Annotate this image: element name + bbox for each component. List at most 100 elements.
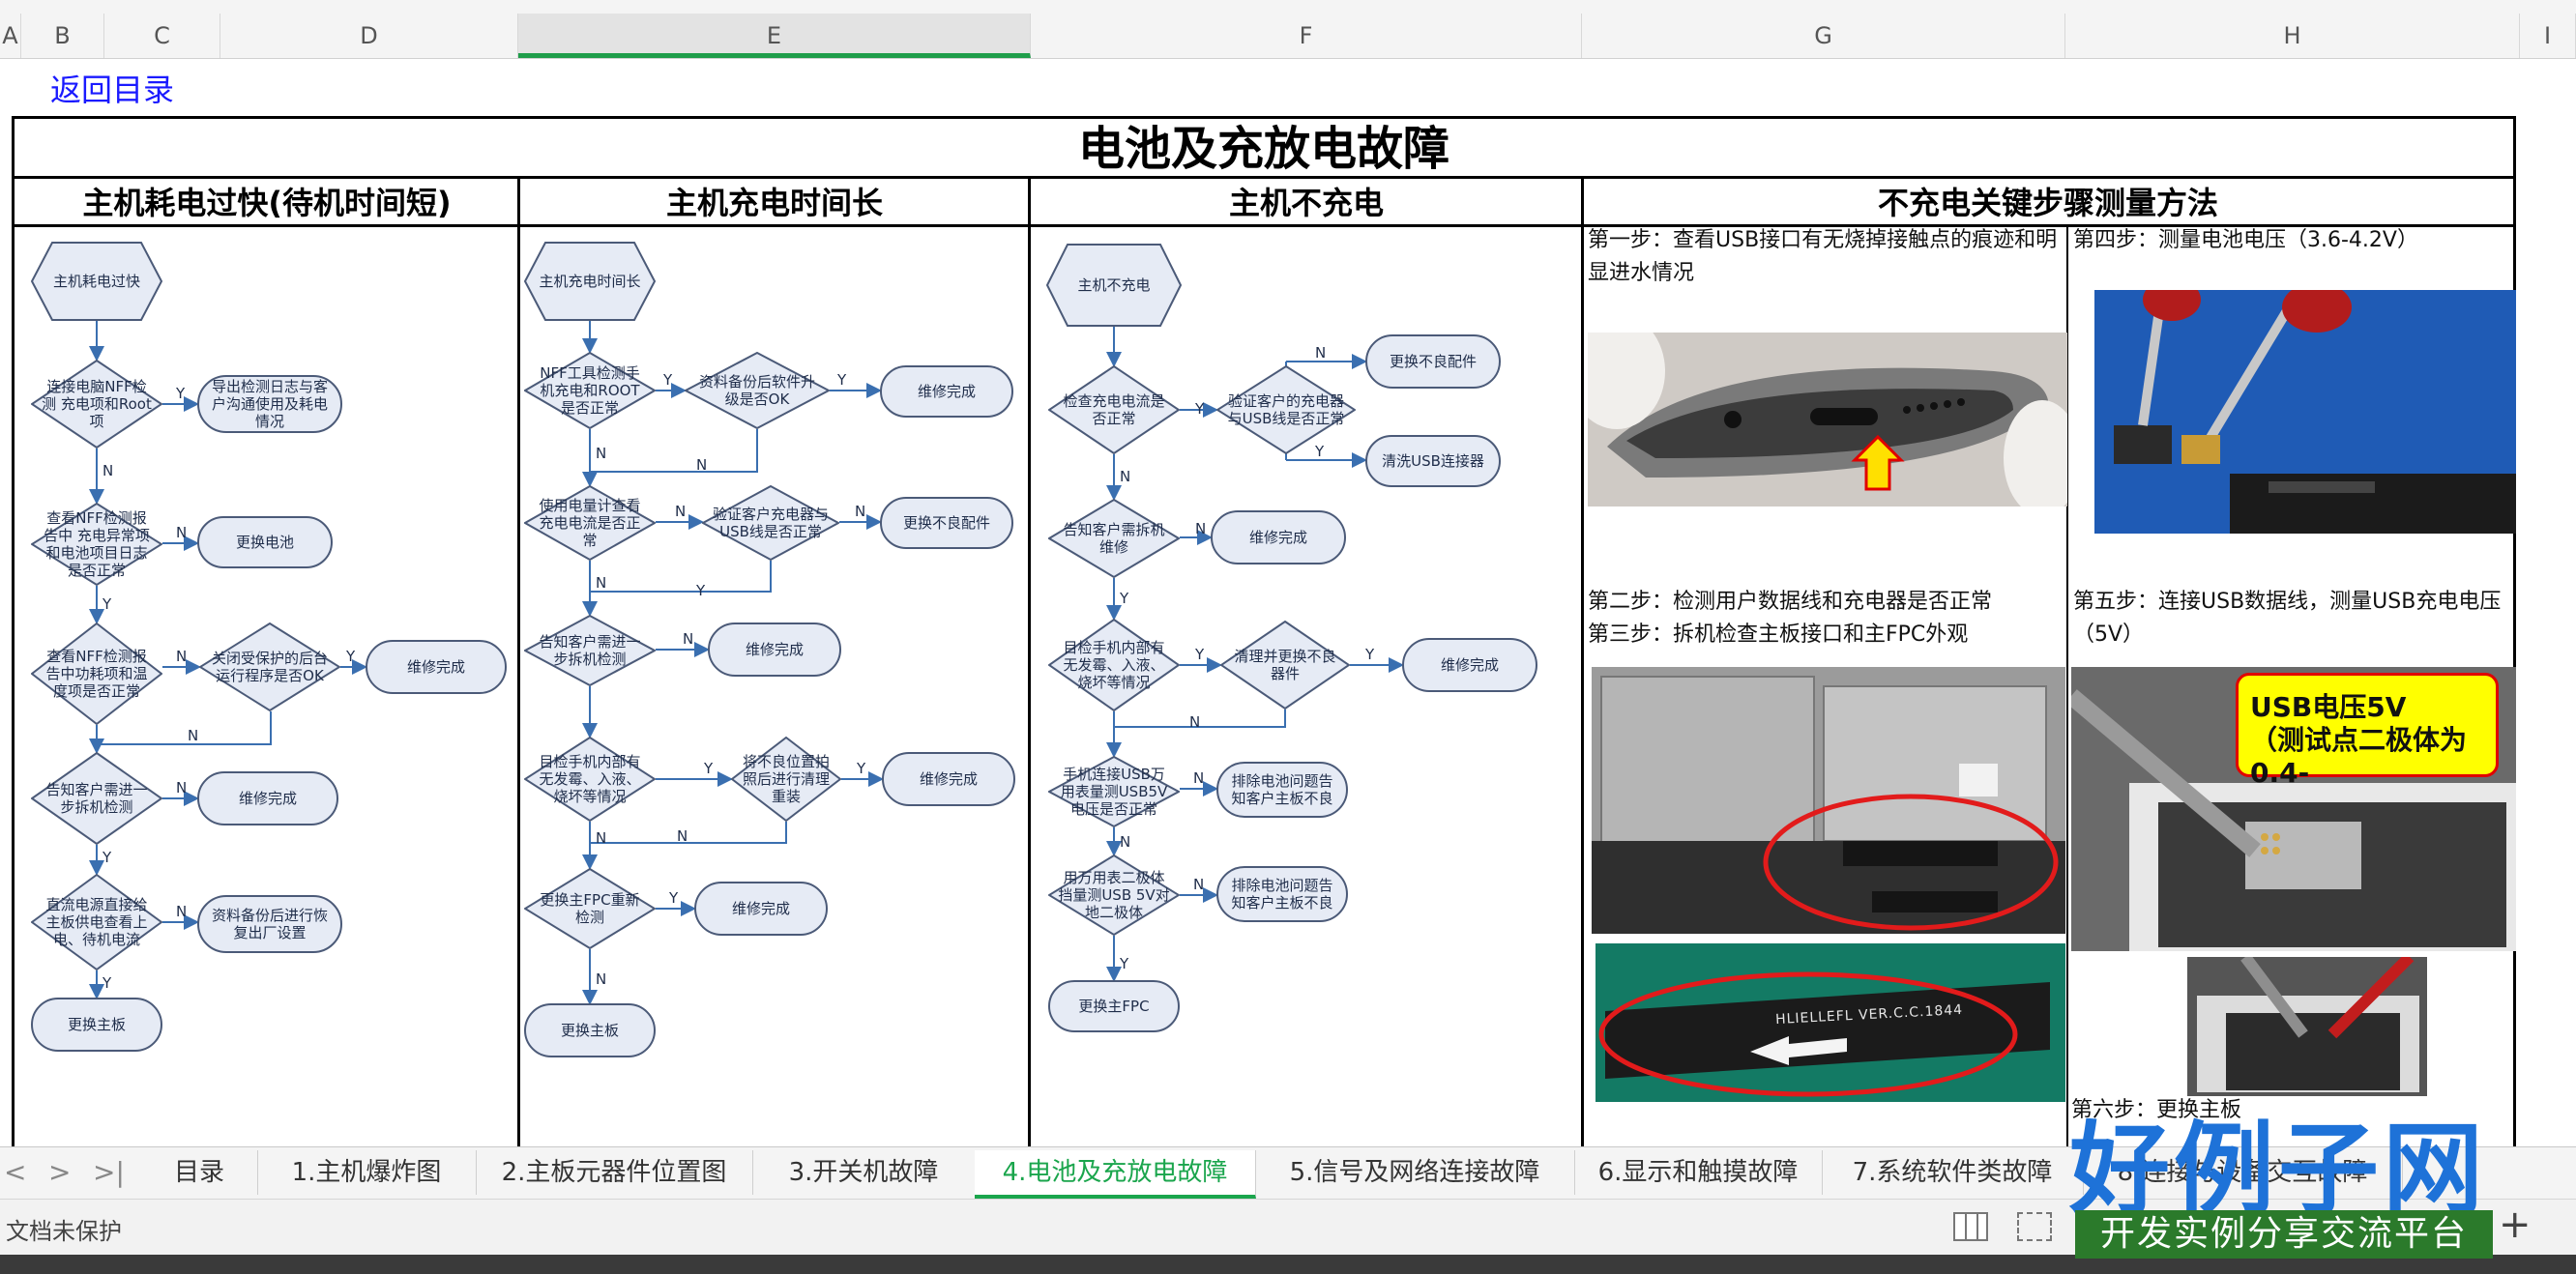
divider: [2066, 227, 2068, 1150]
column-header-h[interactable]: H: [2065, 14, 2520, 58]
no-label: N: [683, 630, 694, 648]
tab-connectivity-fault[interactable]: 8.连接与设备交互故障: [2083, 1150, 2403, 1195]
flow1-decision-background-apps: 关闭受保护的后台运行程序是否OK: [199, 623, 340, 711]
column-header-c[interactable]: C: [104, 14, 220, 58]
tab-battery-fault[interactable]: 4.电池及充放电故障: [975, 1150, 1256, 1199]
watermark-brand: 好例子网: [2069, 1111, 2488, 1229]
yes-label: Y: [1120, 955, 1129, 972]
no-label: N: [596, 829, 607, 847]
flow3-start-hexagon: 主机不充电: [1046, 244, 1182, 327]
yes-label: Y: [102, 974, 112, 992]
no-label: N: [1120, 468, 1131, 485]
flow2-decision-nff: NFF工具检测手机充电和ROOT是否正常: [524, 352, 656, 429]
no-label: N: [188, 727, 199, 744]
column-header-bar: A B C D E F G H I: [0, 0, 2576, 59]
column-header-b[interactable]: B: [21, 14, 104, 58]
yes-label: Y: [704, 760, 714, 777]
divider: [1028, 179, 1031, 1150]
flow1-decision-dc-supply: 直流电源直接给主板供电查看上电、待机电流: [31, 874, 162, 970]
flowchart-battery-drain: 主机耗电过快 连接电脑NFF检测 充电项和Root项 Y 导出检测日志与客户沟通…: [17, 230, 515, 1148]
yes-label: Y: [346, 648, 356, 665]
add-sheet-icon[interactable]: +: [2499, 1202, 2532, 1247]
no-label: N: [176, 648, 188, 665]
flow1-export-log: 导出检测日志与客户沟通使用及耗电情况: [197, 375, 342, 433]
first-sheet-icon[interactable]: <: [4, 1156, 27, 1188]
flow3-decision-clean-replace: 清理并更换不良器件: [1220, 621, 1350, 709]
section-header-steps: 不充电关键步骤测量方法: [1583, 179, 2513, 227]
no-label: N: [176, 779, 188, 796]
tab-explosion-view[interactable]: 1.主机爆炸图: [257, 1150, 477, 1195]
flow2-repair-done: 维修完成: [880, 365, 1013, 418]
no-label: N: [176, 903, 188, 920]
back-to-index-link[interactable]: 返回目录: [50, 72, 175, 108]
flow2-start-hexagon: 主机充电时间长: [524, 242, 656, 321]
flow3-clean-usb: 清洗USB连接器: [1365, 435, 1501, 487]
last-sheet-icon[interactable]: >|: [93, 1156, 125, 1188]
sheet-tab-bar: [0, 1146, 2576, 1200]
divider: [1581, 179, 1584, 1150]
callout-line-2: （测试点二极体为0.4-: [2250, 724, 2468, 789]
flow1-start-hexagon: 主机耗电过快: [31, 242, 162, 321]
no-label: N: [596, 574, 607, 592]
flow2-repair-done-4: 维修完成: [694, 882, 828, 936]
usb-voltage-callout: USB电压5V （测试点二极体为0.4-: [2236, 673, 2499, 789]
callout-line-1: USB电压5V: [2250, 691, 2407, 723]
flow1-replace-battery: 更换电池: [197, 516, 333, 568]
flow3-replace-fpc: 更换主FPC: [1048, 980, 1180, 1032]
flow3-decision-diode-test: 用万用表二极体挡量测USB 5V对地二极体: [1048, 854, 1180, 936]
yes-label: Y: [1195, 646, 1205, 663]
no-label: N: [1193, 876, 1205, 893]
flow3-decision-disassemble: 告知客户需拆机维修: [1048, 499, 1180, 578]
yes-label: Y: [1195, 400, 1205, 418]
step-4-text: 第四步：测量电池电压（3.6-4.2V）: [2073, 228, 2418, 252]
flowchart-slow-charging: 主机充电时间长 NFF工具检测手机充电和ROOT是否正常 Y 资料备份后软件升级…: [522, 230, 1027, 1148]
yes-label: Y: [663, 371, 673, 389]
no-label: N: [596, 445, 607, 462]
column-header-e[interactable]: E: [518, 14, 1031, 58]
column-header-d[interactable]: D: [220, 14, 518, 58]
step-3-text: 第三步：拆机检查主板接口和主FPC外观: [1588, 623, 1969, 647]
column-header-i[interactable]: I: [2520, 14, 2576, 58]
tab-board-layout[interactable]: 2.主板元器件位置图: [476, 1150, 753, 1195]
no-label: N: [102, 462, 114, 479]
flow3-replace-accessory: 更换不良配件: [1365, 334, 1501, 389]
flow2-decision-charger-cable: 验证客户充电器与USB线是否正常: [702, 485, 839, 561]
no-label: N: [1120, 833, 1131, 851]
next-sheet-icon[interactable]: >: [48, 1156, 72, 1188]
yes-label: Y: [1120, 590, 1129, 607]
flow1-repair-done-2: 维修完成: [197, 771, 338, 825]
section-header-slow-charge: 主机充电时间长: [519, 179, 1030, 227]
flow1-decision-disassemble: 告知客户需进一步拆机检测: [31, 752, 162, 845]
step-2-text: 第二步：检测用户数据线和充电器是否正常: [1588, 590, 1993, 614]
flow3-decision-charge-current: 检查充电电流是否正常: [1048, 365, 1180, 454]
flow2-decision-disassemble: 告知客户需进一步拆机检测: [524, 615, 656, 686]
flow1-replace-board: 更换主板: [31, 998, 162, 1052]
normal-view-icon[interactable]: [1953, 1212, 1988, 1241]
flow2-decision-clean: 将不良位置拍照后进行清理重装: [731, 737, 841, 822]
flowchart-no-charging: 主机不充电 检查充电电流是否正常 Y 验证客户的充电器与USB线是否正常 N 更…: [1033, 230, 1578, 1148]
step-5-text: 第五步：连接USB数据线，测量USB充电电压（5V）: [2073, 590, 2502, 647]
column-header-a[interactable]: A: [0, 14, 21, 58]
step-1-text: 第一步：查看USB接口有无烧掉接触点的痕迹和明显进水情况: [1588, 228, 2058, 285]
page-break-view-icon[interactable]: [2017, 1212, 2052, 1241]
yes-label: Y: [102, 849, 112, 866]
yes-label: Y: [176, 385, 186, 402]
tab-signal-fault[interactable]: 5.信号及网络连接故障: [1255, 1150, 1575, 1195]
tab-software-fault[interactable]: 7.系统软件类故障: [1822, 1150, 2084, 1195]
tab-display-fault[interactable]: 6.显示和触摸故障: [1574, 1150, 1823, 1195]
yes-label: Y: [669, 889, 679, 907]
column-header-f[interactable]: F: [1031, 14, 1582, 58]
mainboard-connector-photo: [1592, 667, 2065, 934]
flow2-repair-done-3: 维修完成: [882, 752, 1015, 806]
flow3-repair-done-2: 维修完成: [1402, 638, 1537, 692]
flow1-decision-power-temp: 查看NFF检测报告中功耗项和温度项是否正常: [31, 623, 162, 725]
section-header-no-charge: 主机不充电: [1030, 179, 1583, 227]
tab-power-fault[interactable]: 3.开关机故障: [752, 1150, 976, 1195]
no-label: N: [1189, 713, 1201, 731]
flow1-factory-reset: 资料备份后进行恢复出厂设置: [197, 895, 342, 953]
tab-index[interactable]: 目录: [141, 1150, 258, 1195]
flow3-board-faulty: 排除电池问题告知客户主板不良: [1216, 762, 1348, 818]
column-header-g[interactable]: G: [1582, 14, 2065, 58]
watermark-slogan: 开发实例分享交流平台: [2075, 1210, 2493, 1259]
fpc-cable-photo: [1595, 943, 2065, 1102]
